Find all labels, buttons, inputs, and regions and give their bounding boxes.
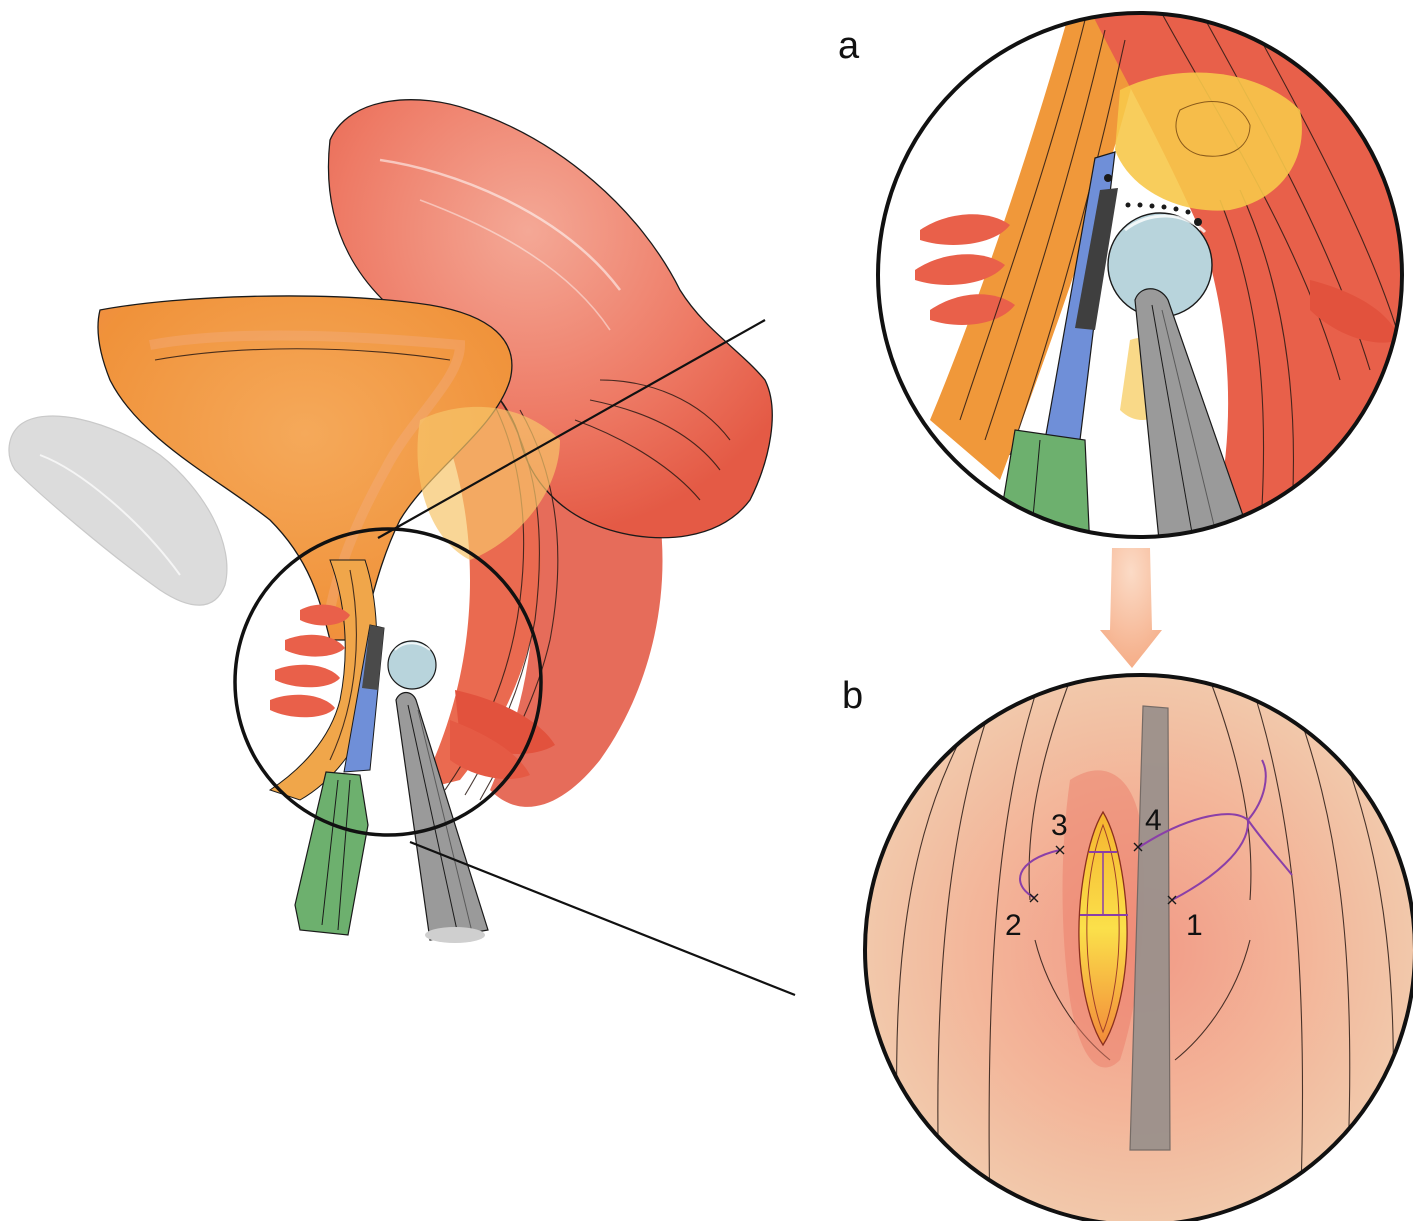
speculum-blade	[294, 771, 369, 936]
suture-label-4: 4	[1145, 804, 1162, 837]
suture-thread	[1019, 759, 1293, 901]
panel-b-label: b	[842, 675, 863, 717]
main-anatomy-view	[8, 99, 773, 943]
zoom-circle-small	[233, 527, 543, 837]
suture-label-1: 1	[1186, 909, 1203, 942]
suture-marks	[1029, 842, 1177, 905]
vaginal-rugae	[270, 604, 350, 718]
panel-a-label: a	[838, 25, 860, 67]
suture-label-3: 3	[1051, 809, 1068, 842]
panel-a-frame	[876, 11, 1404, 539]
panel-a: a	[838, 11, 1404, 539]
balloon	[387, 640, 437, 690]
leader-line-b	[409, 840, 796, 997]
panel-b-frame	[863, 673, 1413, 1221]
panel-b: b 3 4 2 1	[842, 673, 1413, 1221]
leader-line-a	[377, 319, 766, 539]
pubic-bone	[8, 415, 228, 606]
suture-label-2: 2	[1005, 909, 1022, 942]
transition-arrow	[1100, 548, 1162, 668]
bladder	[97, 295, 513, 641]
panel-b-instrument	[1129, 705, 1171, 1151]
